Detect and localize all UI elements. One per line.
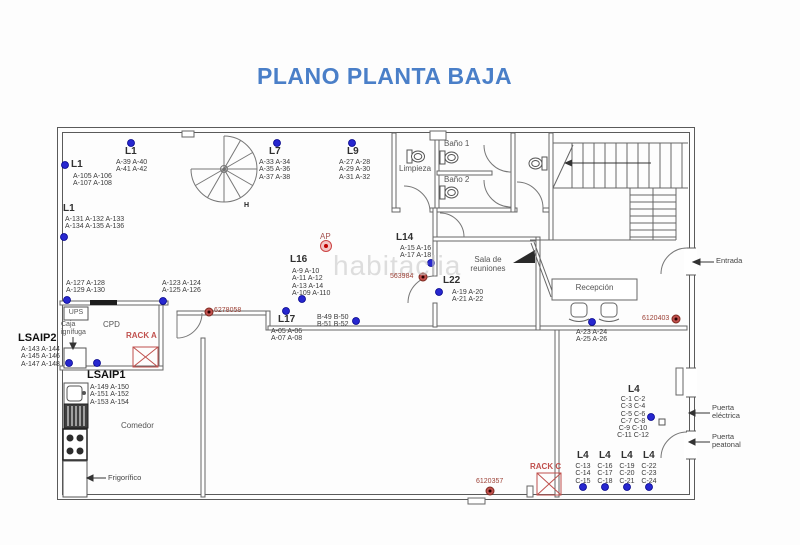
- watermark: habitaclia: [333, 250, 462, 281]
- point-group-l1a-lines: A-105 A-106 A-107 A-108: [73, 173, 112, 188]
- toilet-bano1: [439, 150, 459, 165]
- electric-door-label: Puerta eléctrica: [712, 403, 740, 420]
- outer-walls: [57, 127, 695, 500]
- lsaip2-lines: A-143 A-144 A-145 A-146 A-147 A-148: [21, 346, 60, 368]
- entrance-label: Entrada: [716, 256, 743, 265]
- diagonal-wall: [530, 241, 555, 298]
- kitchen-stove: [62, 428, 88, 461]
- point-group-l4c2-title: L4: [599, 450, 611, 461]
- small-floor-box: [658, 418, 666, 426]
- room-label-limpieza: Limpieza: [399, 164, 432, 173]
- refrigerator: [62, 460, 88, 498]
- refrigerator-label: Frigorífico: [108, 473, 142, 482]
- reception-chairs: [568, 302, 620, 322]
- marker-label-563984: 563984: [390, 273, 414, 280]
- point-group-l4top-lines: C-1 C-2 C-3 C-4 C-5 C-6 C-7 C-8 C-9 C-10…: [617, 396, 649, 440]
- point-group-l4c4-lines: C-22 C-23 C-24: [641, 463, 657, 485]
- point-group-l4c1-lines: C-13 C-14 C-15: [575, 463, 591, 485]
- point-group-l4c4-title: L4: [643, 450, 655, 461]
- wall-black-mark: [90, 300, 117, 305]
- point-group-l1b-lines: A-39 A-40 A-41 A-42: [116, 159, 148, 174]
- room-label-recepcion: Recepción: [575, 283, 614, 292]
- point-group-l22-lines: A-19 A-20 A-21 A-22: [452, 289, 484, 304]
- room-label-cpd: CPD: [103, 320, 120, 329]
- point-group-l14-lines: A-15 A-16 A-17 A-18: [400, 245, 432, 260]
- point-group-l1a-title: L1: [71, 159, 83, 170]
- lsaip1-title: LSAIP1: [87, 369, 126, 381]
- interior-walls: [59, 130, 688, 505]
- right-wall-openings: [684, 247, 697, 460]
- lsaip2-title: LSAIP2: [18, 332, 57, 344]
- point-group-l1b-title: L1: [125, 146, 137, 157]
- point-group-l4top-title: L4: [628, 384, 640, 395]
- rack-c-label: RACK C: [530, 462, 562, 471]
- room-label-bano2: Baño 2: [444, 175, 470, 184]
- kitchen-drainboard: [63, 403, 89, 429]
- lsaip1-lines: A-149 A-150 A-151 A-152 A-153 A-154: [90, 384, 129, 406]
- door-arcs: [176, 144, 688, 459]
- fireproof-box-label: Caja ignífuga: [61, 321, 86, 336]
- pedestrian-door-label: Puerta peatonal: [712, 432, 741, 449]
- main-staircase: [530, 142, 688, 241]
- room-label-sala: Sala de reuniones: [470, 255, 506, 273]
- toilet-hall: [528, 156, 548, 171]
- rack-a-symbol: [132, 346, 159, 368]
- point-group-l9-lines: A-27 A-28 A-29 A-30 A-31 A-32: [339, 159, 371, 181]
- annotation-arrows: [69, 258, 714, 482]
- point-group-l4c1-title: L4: [577, 450, 589, 461]
- point-group-a23: A-23 A-24 A-25 A-26: [576, 329, 608, 344]
- point-group-l17-title: L17: [278, 314, 296, 325]
- point-group-l16-lines: A-9 A-10 A-11 A-12 A-13 A-14 A-109 A-110: [292, 268, 331, 297]
- rack-a-label: RACK A: [126, 331, 157, 340]
- rack-c-symbol: [536, 472, 562, 496]
- point-group-l4c3-lines: C-19 C-20 C-21: [619, 463, 635, 485]
- point-group-l16-title: L16: [290, 254, 308, 265]
- kitchen-sink: [63, 382, 89, 405]
- stair-h-mark: H: [244, 202, 250, 209]
- network-point-dots: [60, 139, 655, 491]
- access-point-marker: [320, 240, 332, 252]
- point-group-l22-title: L22: [443, 275, 461, 286]
- spiral-staircase: [190, 135, 258, 203]
- page-title: PLANO PLANTA BAJA: [257, 63, 513, 89]
- point-group-l17-lines: A-05 A-06 A-07 A-08: [271, 328, 303, 343]
- marker-label-6120357: 6120357: [476, 478, 504, 485]
- room-label-comedor: Comedor: [121, 421, 154, 430]
- point-group-l14-title: L14: [396, 232, 414, 243]
- point-group-a127: A-127 A-128 A-129 A-130: [66, 280, 105, 295]
- wall-corner-triangle: [513, 250, 535, 263]
- point-group-a123: A-123 A-124 A-125 A-126: [162, 280, 201, 295]
- marker-label-6278058: 6278058: [214, 307, 242, 314]
- point-group-l4c3-title: L4: [621, 450, 633, 461]
- marker-label-6120403: 6120403: [642, 315, 670, 322]
- point-group-l7-lines: A-33 A-34 A-35 A-36 A-37 A-38: [259, 159, 291, 181]
- point-group-b49: B-49 B-50 B-51 B-52: [317, 314, 349, 329]
- point-group-l9-title: L9: [347, 146, 359, 157]
- ups-label: UPS: [68, 309, 84, 316]
- point-group-l7-title: L7: [269, 146, 281, 157]
- room-label-bano1: Baño 1: [444, 139, 470, 148]
- point-group-l1c-lines: A-131 A-132 A-133 A-134 A-135 A-136: [65, 216, 125, 231]
- access-point-label: AP: [320, 232, 331, 241]
- numbered-markers: [204, 272, 681, 496]
- point-group-l1c-title: L1: [63, 203, 75, 214]
- toilet-limpieza: [406, 149, 425, 164]
- staircase-direction-arrow: [564, 159, 651, 167]
- toilet-bano2: [439, 185, 459, 200]
- ups-box: [63, 306, 89, 321]
- reception-desk: [551, 278, 638, 301]
- point-group-l4c2-lines: C-16 C-17 C-18: [597, 463, 613, 485]
